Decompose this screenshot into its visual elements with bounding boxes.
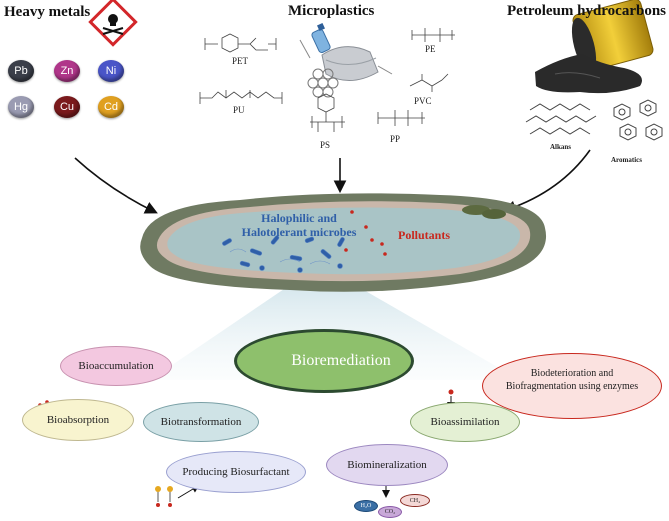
- toxic-hazard-icon: [88, 0, 138, 47]
- bioabsorption-label: Bioabsorption: [46, 414, 110, 426]
- petroleum-hydrocarbons-title: Petroleum hydrocarbons: [507, 3, 667, 19]
- heavy-metals-arrow: [74, 157, 158, 214]
- polymer-label-ps: PS: [320, 140, 331, 150]
- molecule-co2: CO₂: [378, 506, 402, 518]
- metal-badge-hg: Hg: [8, 96, 34, 118]
- biotransformation-label: Biotransformation: [160, 416, 242, 428]
- microbes-label-line2: Halotolerant microbes: [241, 225, 357, 239]
- bioassimilation-node: Bioassimilation: [410, 402, 520, 442]
- microplastic-particles-icon: [307, 68, 339, 98]
- pe-structure-icon: [411, 28, 455, 42]
- microbes-label-line1: Halophilic and: [261, 211, 337, 225]
- polymer-label-pvc: PVC: [414, 96, 432, 106]
- plastic-waste-icon: [299, 23, 393, 81]
- biodeterioration-node: Biodeterioration and Biofragmentation us…: [482, 353, 662, 419]
- pollutant-particles-icon: [344, 210, 387, 256]
- polymer-label-pe: PE: [425, 44, 436, 54]
- aromatic-rings-icon: [613, 99, 663, 141]
- molecule-ch4: CH₄: [400, 494, 430, 507]
- bioremediation-label: Bioremediation: [291, 352, 391, 369]
- metal-badge-zn: Zn: [54, 60, 80, 82]
- biodeterioration-label-line1: Biodeterioration and: [530, 368, 614, 379]
- pp-structure-icon: [377, 110, 425, 126]
- bioabsorption-node: Bioabsorption: [22, 399, 134, 441]
- pu-structure-icon: [199, 90, 283, 104]
- bioaccumulation-node: Bioaccumulation: [60, 346, 172, 386]
- bioaccumulation-label: Bioaccumulation: [78, 360, 154, 372]
- molecule-h2o: H₂O: [354, 500, 378, 512]
- polymer-label-pet: PET: [232, 56, 249, 66]
- metal-badge-cu: Cu: [54, 96, 80, 118]
- pet-structure-icon: [204, 33, 277, 53]
- biomineralization-node: Biomineralization: [326, 444, 448, 486]
- pollutants-label: Pollutants: [398, 228, 451, 242]
- ps-structure-icon: [310, 93, 345, 132]
- metal-badge-cd: Cd: [98, 96, 124, 118]
- metal-badge-pb: Pb: [8, 60, 34, 82]
- metal-badge-ni: Ni: [98, 60, 124, 82]
- microplastics-title: Microplastics: [288, 3, 375, 19]
- polymer-label-pp: PP: [390, 134, 401, 144]
- aromatics-label: Aromatics: [611, 156, 642, 164]
- bioassimilation-label: Bioassimilation: [430, 416, 500, 428]
- biomineralization-label: Biomineralization: [347, 459, 427, 471]
- biotransformation-node: Biotransformation: [143, 402, 259, 442]
- biosurfactant-node: Producing Biosurfactant: [166, 451, 306, 493]
- petroleum-arrow: [502, 149, 591, 214]
- oil-barrel-icon: [535, 0, 654, 94]
- alkanes-label: Alkans: [550, 143, 572, 151]
- pvc-structure-icon: [409, 73, 449, 92]
- microbes-icon: [222, 235, 345, 273]
- heavy-metals-title: Heavy metals: [4, 4, 91, 20]
- biosurfactant-label: Producing Biosurfactant: [182, 466, 290, 478]
- alkane-chains-icon: [525, 103, 597, 135]
- microbes-label: Halophilic and Halotolerant microbes: [238, 211, 360, 239]
- polymer-label-pu: PU: [233, 105, 245, 115]
- biodeterioration-label-line2: Biofragmentation using enzymes: [505, 381, 639, 392]
- bioremediation-node: Bioremediation: [234, 329, 414, 393]
